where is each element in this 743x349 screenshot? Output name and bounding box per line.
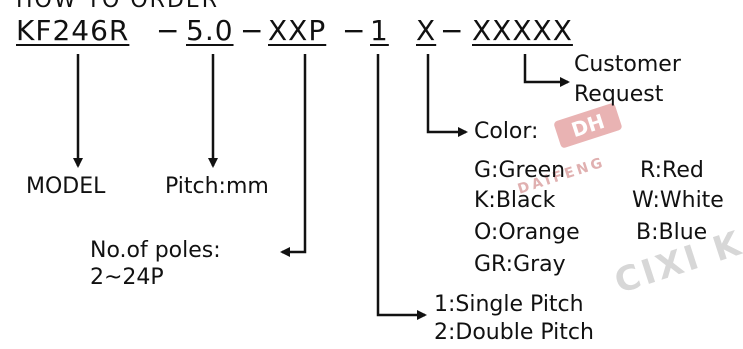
color-option: G:Green <box>474 158 566 183</box>
color-arrow <box>426 54 468 137</box>
code-model: KF246R <box>16 14 130 47</box>
customer-label-line2: Request <box>574 82 664 107</box>
code-pitch-type: 1 <box>370 14 389 47</box>
color-option: B:Blue <box>636 220 708 245</box>
color-option: R:Red <box>640 158 704 183</box>
code-dash: − <box>440 14 464 47</box>
section-title: HOW TO ORDER <box>16 0 220 13</box>
pitch-label: Pitch:mm <box>165 174 269 199</box>
poles-arrow <box>280 54 307 257</box>
pitch-type-line1: 1:Single Pitch <box>434 292 584 317</box>
pitch-type-line2: 2:Double Pitch <box>434 320 594 345</box>
color-option: W:White <box>632 188 724 213</box>
code-dash: − <box>240 14 264 47</box>
color-option: O:Orange <box>474 220 580 245</box>
pitch-type-arrow <box>376 54 427 320</box>
code-dash: − <box>342 14 366 47</box>
customer-arrow <box>523 54 570 87</box>
color-option: GR:Gray <box>474 252 566 277</box>
model-label: MODEL <box>26 174 106 199</box>
code-poles: XXP <box>268 14 327 47</box>
code-color: X <box>416 14 437 47</box>
color-option: K:Black <box>474 188 556 213</box>
customer-label-line1: Customer <box>574 52 681 77</box>
color-heading: Color: <box>474 119 539 144</box>
poles-label-line1: No.of poles: <box>90 238 221 263</box>
code-customer: XXXXX <box>472 14 573 47</box>
poles-label-line2: 2~24P <box>90 265 164 290</box>
code-dash: − <box>156 14 180 47</box>
code-pitch: 5.0 <box>186 14 234 47</box>
